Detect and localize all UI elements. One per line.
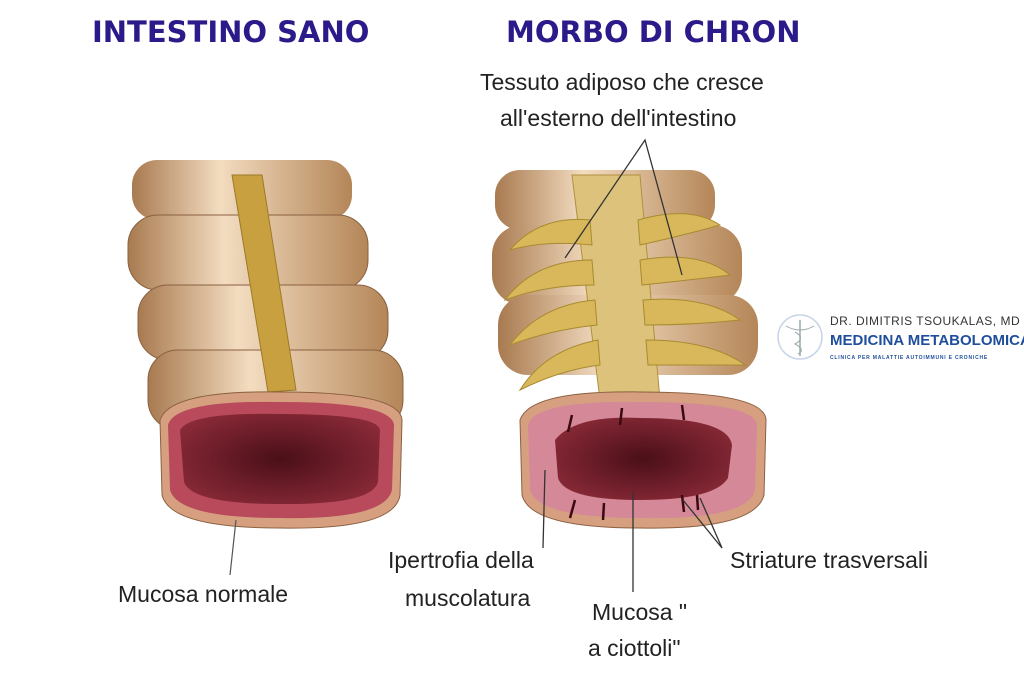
caduceus-logo-icon [777,314,823,360]
logo-doctor: DR. DIMITRIS TSOUKALAS, MD [830,314,1021,328]
label-cobblestone-line2: a ciottoli" [588,635,681,661]
label-hypertrophy-line2: muscolatura [405,585,531,611]
label-striations: Striature trasversali [730,547,929,573]
label-normal-mucosa: Mucosa normale [118,581,289,607]
logo-tagline: CLINICA PER MALATTIE AUTOIMMUNI E CRONIC… [830,355,989,361]
logo-brand: MEDICINA METABOLOMICA™ [830,332,1024,349]
title-crohn: MORBO DI CHRON [506,15,801,49]
crohn-intestine [492,138,767,592]
label-adipose-line2: all'esterno dell'intestino [500,105,737,131]
title-healthy: INTESTINO SANO [92,15,370,49]
label-adipose-line1: Tessuto adiposo che cresce [480,69,764,95]
label-cobblestone-line1: Mucosa " [592,599,688,625]
label-hypertrophy-line1: Ipertrofia della [388,547,534,573]
healthy-intestine [127,160,404,576]
